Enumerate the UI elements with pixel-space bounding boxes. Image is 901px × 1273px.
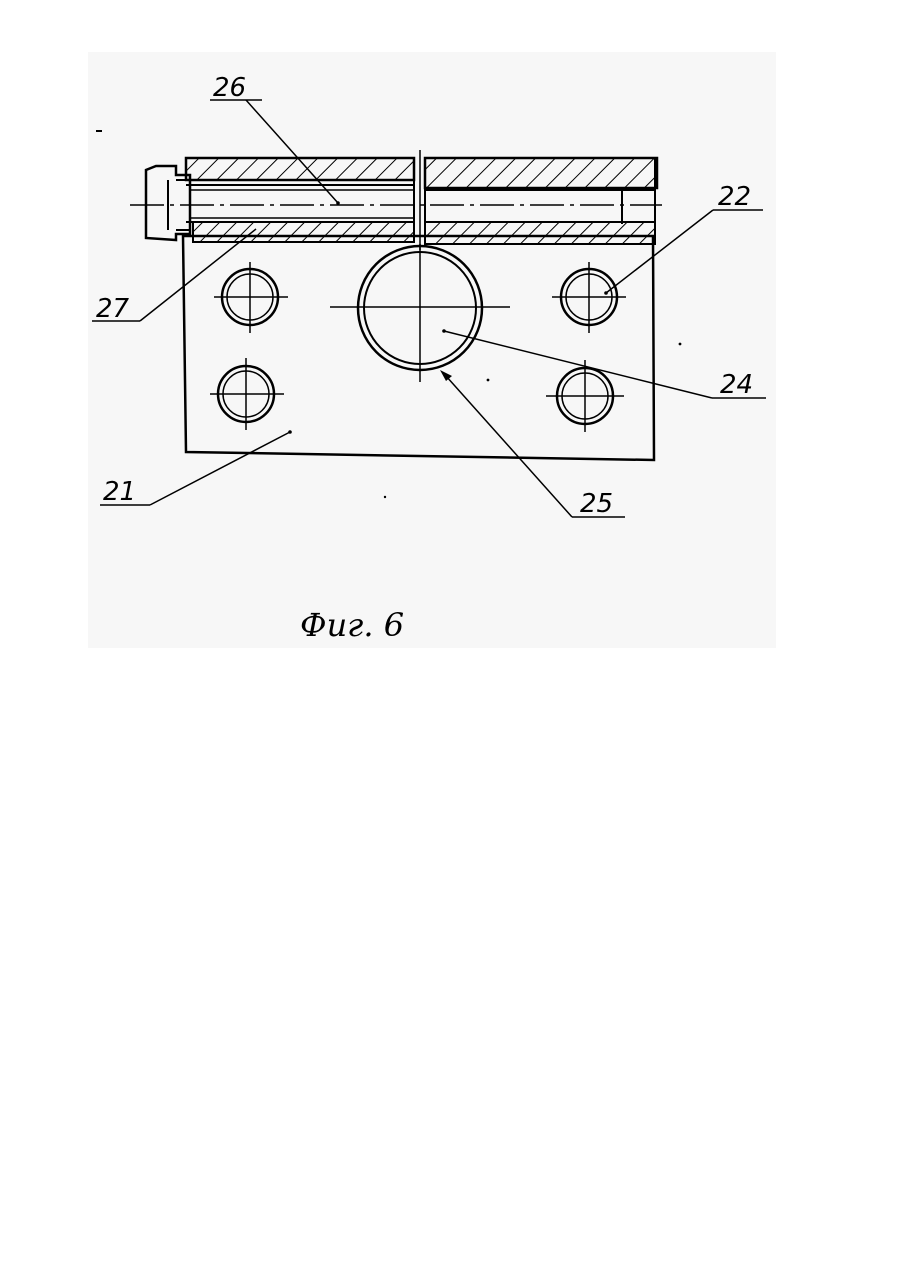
- mounting-hole-bottom-right: [546, 360, 624, 432]
- label-22: 22: [718, 182, 751, 212]
- mounting-hole-top-left: [214, 262, 288, 333]
- label-24: 24: [720, 370, 753, 400]
- label-21: 21: [103, 477, 136, 507]
- label-25: 25: [580, 489, 613, 519]
- label-26: 26: [213, 73, 246, 103]
- mounting-hole-bottom-left: [210, 358, 284, 430]
- figure-caption: Фиг. 6: [300, 606, 404, 644]
- central-bore: [330, 244, 510, 382]
- mounting-hole-top-right: [552, 262, 626, 333]
- label-27: 27: [96, 294, 130, 324]
